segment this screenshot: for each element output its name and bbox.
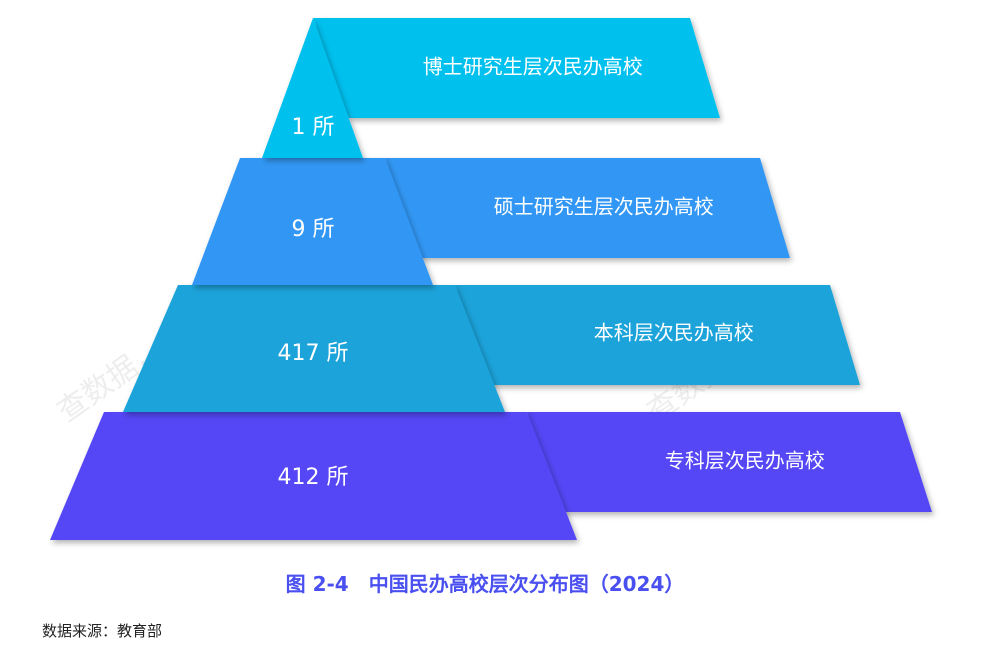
level-value: 417 所 (278, 341, 349, 366)
pyramid-diagram: 专科层次民办高校 412 所 本科层次民办高校 417 所 硕士研究生层次民办高校 9 所… (50, 18, 932, 540)
level-label-panel (313, 18, 720, 118)
pyramid-tier (262, 18, 363, 158)
figure-caption: 图 2-4 中国民办高校层次分布图（2024） (285, 572, 685, 596)
level-label: 专科层次民办高校 (665, 449, 825, 473)
pyramid-tier (50, 412, 577, 540)
level-label-panel (385, 158, 790, 258)
level-label: 博士研究生层次民办高校 (423, 55, 643, 79)
level-label: 本科层次民办高校 (594, 321, 754, 345)
data-source: 数据来源：教育部 (42, 622, 163, 640)
level-value: 412 所 (278, 465, 349, 490)
level-label-panel (527, 412, 932, 512)
pyramid-tier (192, 158, 433, 285)
level-value: 1 所 (292, 115, 335, 140)
level-value: 9 所 (292, 217, 335, 242)
level-label: 硕士研究生层次民办高校 (494, 195, 714, 219)
level-label-panel (455, 285, 860, 385)
pyramid-tier (123, 285, 505, 412)
